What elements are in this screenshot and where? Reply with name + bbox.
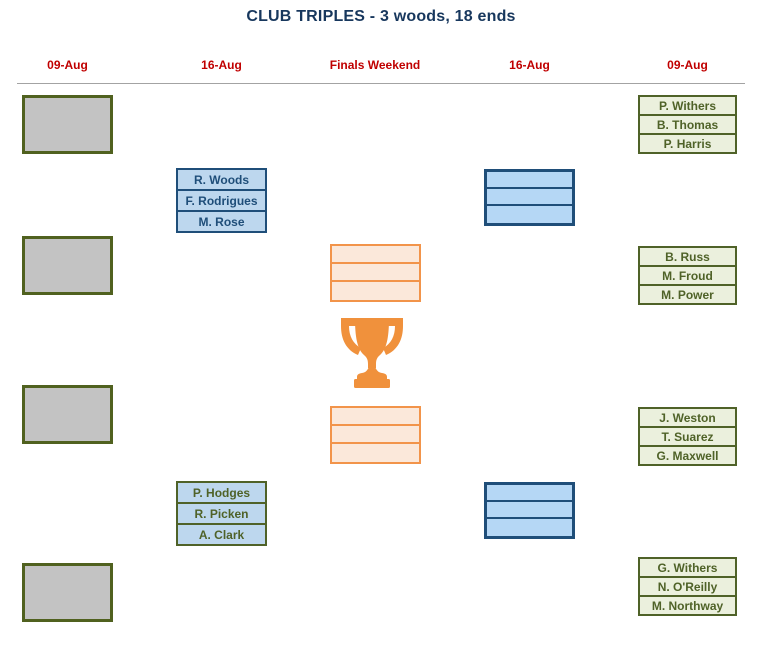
player-name-cell[interactable]: T. Suarez — [638, 426, 737, 447]
round-header-16aug-right: 16-Aug — [509, 58, 550, 72]
player-name-cell[interactable]: A. Clark — [176, 523, 267, 546]
empty-player-cell[interactable] — [487, 172, 572, 189]
empty-slot-round1-left-3[interactable] — [22, 385, 113, 444]
team-box-b-russ: B. Russ M. Froud M. Power — [638, 246, 737, 305]
team-box-p-withers: P. Withers B. Thomas P. Harris — [638, 95, 737, 154]
team-box-g-withers: G. Withers N. O'Reilly M. Northway — [638, 557, 737, 616]
player-name-cell[interactable]: B. Russ — [638, 246, 737, 267]
empty-slot-final-bottom[interactable] — [330, 406, 421, 464]
empty-slot-round1-left-4[interactable] — [22, 563, 113, 622]
empty-player-cell[interactable] — [487, 502, 572, 519]
empty-slot-round1-left-1[interactable] — [22, 95, 113, 154]
empty-slot-final-top[interactable] — [330, 244, 421, 302]
empty-player-cell[interactable] — [332, 282, 419, 300]
empty-player-cell[interactable] — [332, 264, 419, 282]
player-name-cell[interactable]: N. O'Reilly — [638, 576, 737, 597]
round-header-09aug-left: 09-Aug — [47, 58, 88, 72]
player-name-cell[interactable]: M. Rose — [176, 210, 267, 233]
player-name-cell[interactable]: G. Withers — [638, 557, 737, 578]
empty-slot-semifinal-right-top[interactable] — [484, 169, 575, 226]
player-name-cell[interactable]: F. Rodrigues — [176, 189, 267, 212]
player-name-cell[interactable]: P. Hodges — [176, 481, 267, 504]
header-divider — [17, 83, 745, 84]
player-name-cell[interactable]: B. Thomas — [638, 114, 737, 135]
empty-player-cell[interactable] — [332, 444, 419, 462]
team-box-r-woods: R. Woods F. Rodrigues M. Rose — [176, 168, 267, 233]
player-name-cell[interactable]: M. Northway — [638, 595, 737, 616]
round-header-09aug-right: 09-Aug — [667, 58, 708, 72]
team-box-p-hodges: P. Hodges R. Picken A. Clark — [176, 481, 267, 546]
page-title: CLUB TRIPLES - 3 woods, 18 ends — [246, 8, 516, 25]
empty-player-cell[interactable] — [332, 408, 419, 426]
trophy-icon — [338, 316, 406, 394]
empty-player-cell[interactable] — [332, 426, 419, 444]
player-name-cell[interactable]: P. Withers — [638, 95, 737, 116]
empty-player-cell[interactable] — [487, 189, 572, 206]
player-name-cell[interactable]: M. Power — [638, 284, 737, 305]
empty-player-cell[interactable] — [487, 206, 572, 223]
round-header-finals-weekend: Finals Weekend — [329, 58, 421, 72]
round-header-16aug-left: 16-Aug — [201, 58, 242, 72]
empty-player-cell[interactable] — [487, 485, 572, 502]
player-name-cell[interactable]: R. Woods — [176, 168, 267, 191]
empty-player-cell[interactable] — [332, 246, 419, 264]
player-name-cell[interactable]: J. Weston — [638, 407, 737, 428]
player-name-cell[interactable]: R. Picken — [176, 502, 267, 525]
player-name-cell[interactable]: P. Harris — [638, 133, 737, 154]
player-name-cell[interactable]: M. Froud — [638, 265, 737, 286]
empty-slot-round1-left-2[interactable] — [22, 236, 113, 295]
team-box-j-weston: J. Weston T. Suarez G. Maxwell — [638, 407, 737, 466]
empty-slot-semifinal-right-bottom[interactable] — [484, 482, 575, 539]
player-name-cell[interactable]: G. Maxwell — [638, 445, 737, 466]
empty-player-cell[interactable] — [487, 519, 572, 536]
